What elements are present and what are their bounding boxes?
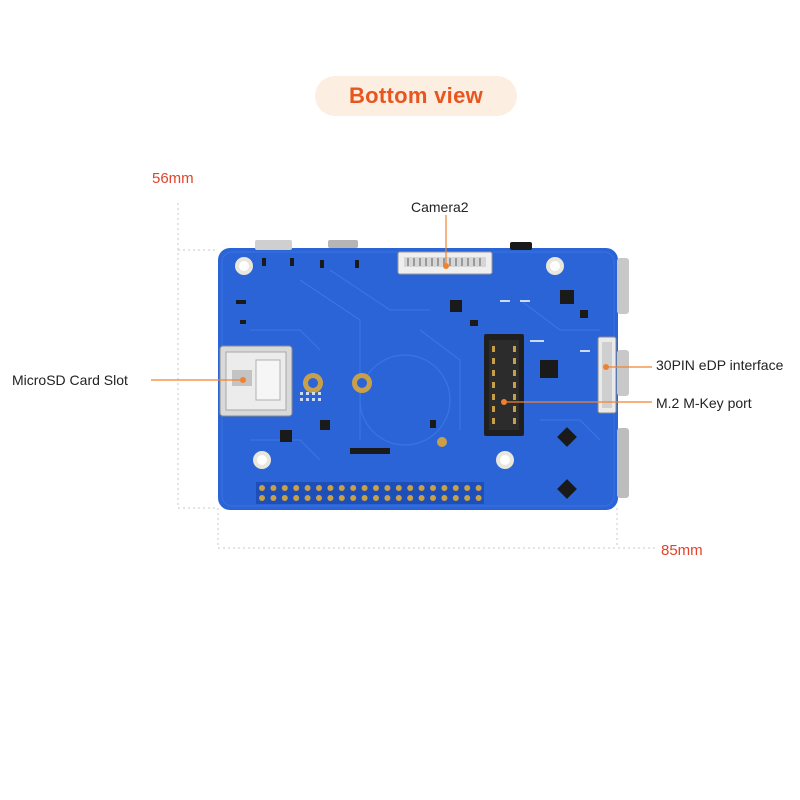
top-connectors bbox=[255, 240, 532, 250]
gpio-pin bbox=[327, 485, 334, 491]
gpio-pin bbox=[373, 495, 379, 501]
width-dimension-label: 85mm bbox=[661, 542, 703, 559]
gpio-pin bbox=[395, 485, 402, 491]
gpio-pin bbox=[338, 495, 345, 501]
gpio-pin bbox=[293, 485, 300, 491]
gpio-pin bbox=[259, 485, 265, 491]
gpio-pin bbox=[270, 485, 277, 491]
gpio-pin bbox=[327, 495, 334, 501]
gpio-pin bbox=[441, 495, 448, 501]
gpio-pin bbox=[281, 495, 288, 501]
pcb-board bbox=[218, 248, 618, 510]
microsd-slot bbox=[219, 345, 293, 417]
camera2-connector bbox=[397, 251, 493, 275]
gpio-pin bbox=[418, 485, 425, 491]
gpio-pin bbox=[304, 495, 311, 501]
gpio-pin bbox=[430, 485, 436, 491]
edp-label: 30PIN eDP interface bbox=[656, 357, 784, 373]
gpio-pin bbox=[350, 495, 357, 501]
gpio-pin bbox=[270, 495, 277, 501]
gpio-pin bbox=[373, 485, 379, 491]
m2-slot bbox=[484, 334, 524, 436]
gpio-pin bbox=[441, 485, 448, 491]
gpio-pin bbox=[259, 495, 265, 501]
gpio-pin bbox=[350, 485, 357, 491]
height-dimension-label: 56mm bbox=[152, 170, 194, 187]
gpio-pin bbox=[418, 495, 425, 501]
gpio-header bbox=[256, 482, 484, 504]
callout-leaders bbox=[151, 215, 652, 403]
page-title: Bottom view bbox=[348, 83, 484, 108]
gpio-pin bbox=[430, 495, 436, 501]
gpio-pin bbox=[316, 485, 322, 491]
gpio-pin bbox=[452, 485, 459, 491]
gpio-pin bbox=[407, 485, 414, 491]
gpio-pin bbox=[464, 485, 471, 491]
gpio-pin bbox=[464, 495, 471, 501]
gpio-pin bbox=[384, 495, 391, 501]
gpio-pin bbox=[293, 495, 300, 501]
gpio-pin bbox=[384, 485, 391, 491]
right-edge-ports bbox=[617, 258, 629, 498]
m2-label: M.2 M-Key port bbox=[656, 395, 752, 411]
dimension-guides bbox=[177, 203, 655, 549]
gpio-pin bbox=[316, 495, 322, 501]
microsd-label: MicroSD Card Slot bbox=[12, 372, 128, 388]
edp-connector bbox=[597, 336, 617, 414]
gpio-pin bbox=[407, 495, 414, 501]
gpio-pin bbox=[452, 495, 459, 501]
camera2-label: Camera2 bbox=[411, 199, 469, 215]
gpio-pin bbox=[475, 495, 482, 501]
gpio-pin bbox=[395, 495, 402, 501]
gpio-pin bbox=[338, 485, 345, 491]
gpio-pin bbox=[361, 485, 368, 491]
gpio-pin bbox=[304, 485, 311, 491]
gpio-pin bbox=[361, 495, 368, 501]
gpio-pin bbox=[281, 485, 288, 491]
title-pill: Bottom view bbox=[315, 76, 517, 116]
gpio-pin bbox=[475, 485, 482, 491]
